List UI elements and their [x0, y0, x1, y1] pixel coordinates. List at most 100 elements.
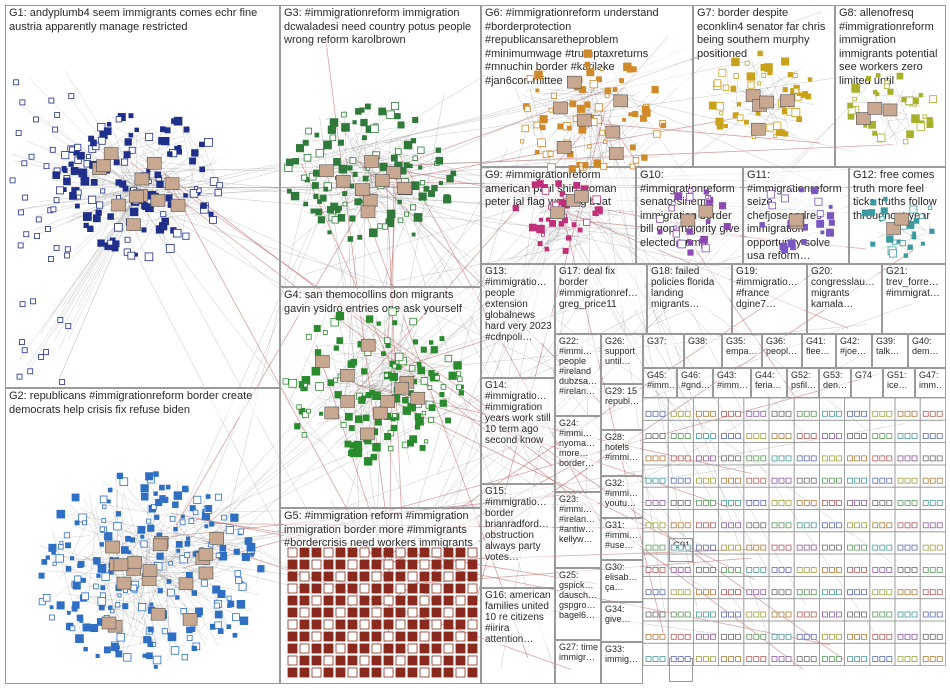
small-group-cell [768, 553, 795, 577]
small-group-border [693, 419, 720, 443]
vertex-node [936, 633, 943, 640]
small-group-cell [844, 509, 871, 533]
vertex-node [929, 433, 936, 440]
vertex-node [728, 433, 734, 440]
small-group-border [844, 598, 871, 622]
vertex-node [886, 410, 893, 417]
vertex-node [677, 567, 684, 573]
vertex-node [854, 633, 860, 640]
small-group-border [642, 576, 669, 600]
small-group-border [793, 598, 820, 622]
vertex-node [760, 433, 767, 440]
vertex-node [728, 455, 734, 462]
vertex-node [785, 410, 792, 417]
small-group-cell [869, 397, 896, 421]
vertex-node [703, 500, 709, 506]
small-group-cell [667, 576, 694, 600]
vertex-node [645, 522, 652, 529]
vertex-node [721, 500, 727, 506]
vertex-node [922, 633, 929, 640]
small-group-border [793, 531, 820, 555]
vertex-node [652, 455, 659, 462]
vertex-node [829, 433, 835, 440]
vertex-node [854, 656, 860, 662]
group-label-g39: G39: talk… [876, 336, 905, 356]
vertex-node [836, 455, 842, 462]
small-group-cell [869, 576, 896, 600]
vertex-node [670, 500, 677, 506]
vertex-node [836, 477, 842, 484]
small-group-cell [768, 509, 795, 533]
vertex-node [810, 522, 817, 529]
vertex-node [645, 544, 652, 551]
small-group-cell [919, 486, 946, 510]
small-group-border [718, 553, 745, 577]
small-group-border [919, 442, 946, 466]
vertex-node [922, 433, 929, 440]
vertex-node [735, 611, 741, 618]
vertex-node [785, 522, 792, 529]
vertex-node [645, 611, 652, 618]
vertex-node [872, 433, 879, 440]
vertex-node [796, 455, 803, 462]
small-group-cell [667, 397, 694, 421]
vertex-node [886, 500, 893, 506]
vertex-node [922, 544, 929, 551]
vertex-node [703, 567, 709, 573]
group-panel-g39: G39: talk… [872, 334, 908, 368]
vertex-node [670, 611, 677, 618]
vertex-node [796, 500, 803, 506]
small-group-border [844, 576, 871, 600]
small-group-border [743, 509, 770, 533]
vertex-node [886, 544, 893, 551]
vertex-node [721, 567, 727, 573]
group-label-g22: G22: #immi… people #ireland dubzsa… #ire… [559, 336, 598, 396]
vertex-node [897, 633, 904, 640]
vertex-node [803, 477, 810, 484]
vertex-node [771, 589, 778, 596]
small-group-border [768, 419, 795, 443]
vertex-node [785, 656, 792, 662]
vertex-node [879, 656, 886, 662]
vertex-node [810, 410, 817, 417]
vertex-node [854, 522, 860, 529]
vertex-node [696, 477, 702, 484]
small-group-border [642, 642, 669, 666]
vertex-node [753, 455, 760, 462]
vertex-node [829, 633, 835, 640]
group-panel-g14: G14: #immigratio… #immigration years wor… [481, 378, 555, 484]
small-group-border [894, 509, 921, 533]
small-group-border [894, 531, 921, 555]
vertex-node [803, 589, 810, 596]
vertex-node [677, 477, 684, 484]
vertex-node [822, 656, 828, 662]
group-panel-g46: G46: #gnd… [677, 368, 713, 398]
small-group-cell [642, 442, 669, 466]
vertex-node [684, 410, 691, 417]
group-label-g20: G20: congresslau… migrants kamala… [811, 266, 879, 310]
vertex-node [652, 656, 659, 662]
vertex-node [771, 633, 778, 640]
vertex-node [721, 433, 727, 440]
group-panel-g24: G24: #immi… nyoma… more… border… [555, 416, 601, 492]
vertex-node [836, 433, 842, 440]
vertex-node [652, 567, 659, 573]
small-group-cell [793, 442, 820, 466]
group-label-g9: G9: #immigrationreform american paul shi… [485, 169, 633, 210]
group-panel-g15: G15: #immigratio… border brianradford… o… [481, 484, 555, 588]
vertex-node [861, 433, 867, 440]
small-group-cell [693, 486, 720, 510]
vertex-node [652, 410, 659, 417]
small-group-border [844, 397, 871, 421]
small-group-border [844, 419, 871, 443]
small-group-border [743, 553, 770, 577]
small-group-border [869, 620, 896, 644]
vertex-node [753, 500, 760, 506]
vertex-node [822, 611, 828, 618]
vertex-node [829, 567, 835, 573]
vertex-node [710, 567, 716, 573]
vertex-node [728, 544, 734, 551]
vertex-node [911, 500, 918, 506]
group-panel-g1: G1: andyplumb4 seem immigrants comes ech… [5, 5, 280, 388]
small-group-cell [869, 486, 896, 510]
